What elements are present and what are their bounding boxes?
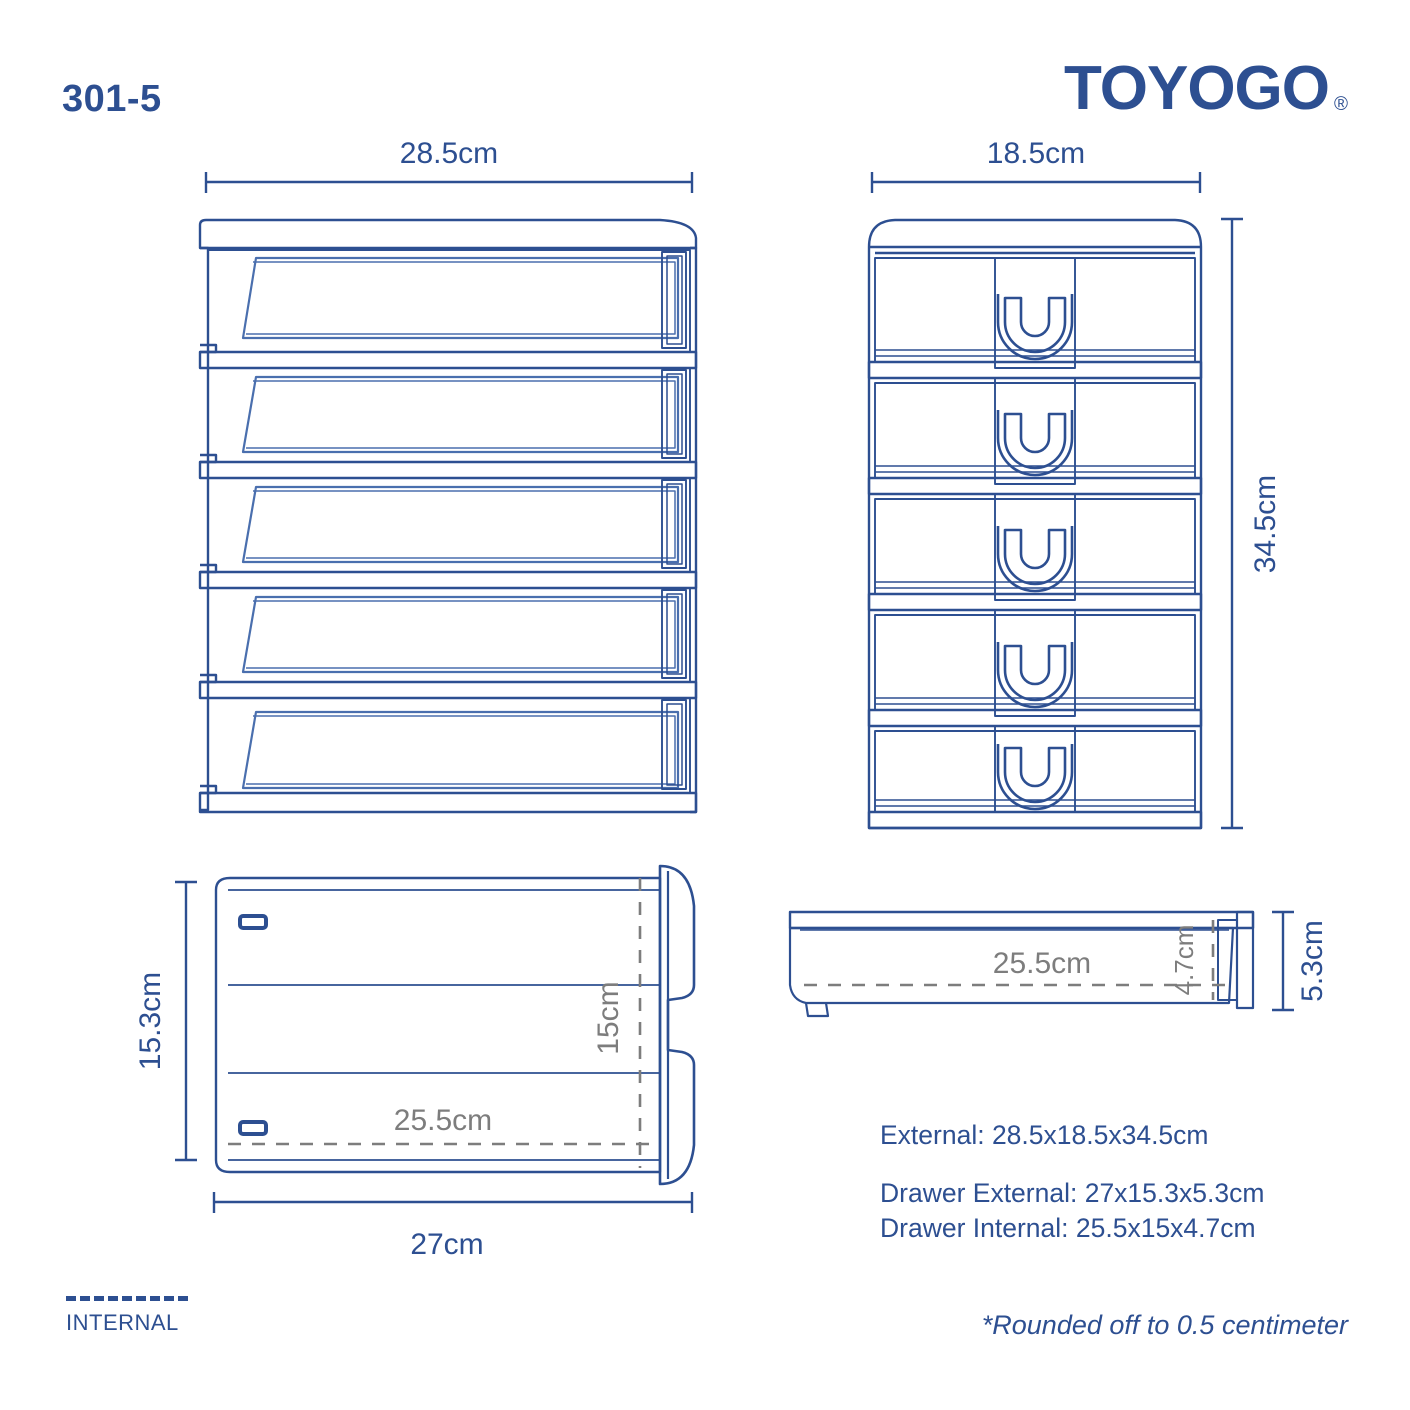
side-elevation-view: 18.5cm 34.5cm [867,137,1282,830]
side-drawer-row [867,609,1203,728]
front-drawer-row [200,697,691,795]
drawer-top-view: 15.3cm 27cm [134,864,696,1261]
drawer-internal-width-label: 25.5cm [394,1104,492,1137]
drawer-slot [238,1120,268,1136]
drawer-side-view: 5.3cm 25.5cm 4.7cm [788,910,1329,1018]
dimension-side-width: 18.5cm [870,137,1202,193]
spec-drawer-internal: Drawer Internal: 25.5x15x4.7cm [880,1213,1256,1243]
dimension-side-height: 34.5cm [1221,217,1282,830]
side-drawer-row [867,725,1203,830]
front-width-label: 28.5cm [400,137,498,170]
drawer-width-label: 27cm [410,1228,483,1261]
drawer-internal-height-label: 4.7cm [1169,925,1199,996]
front-drawer-stack [198,249,698,795]
dimension-drawer-height: 5.3cm [1272,910,1329,1012]
dimension-drawer-width: 27cm [212,1192,694,1261]
drawer-internal-length-label: 25.5cm [993,947,1091,980]
side-height-label: 34.5cm [1249,475,1282,573]
drawer-internal-depth-label: 15cm [592,981,625,1054]
drawer-external-height-label: 5.3cm [1296,920,1329,1002]
front-drawer-row [198,587,698,700]
spec-drawer-external: Drawer External: 27x15.3x5.3cm [880,1177,1265,1208]
drawer-slot [238,914,268,930]
drawer-depth-label: 15.3cm [134,972,167,1070]
internal-dimension-lines [228,878,660,1168]
front-drawer-row [198,367,698,480]
side-drawer-stack [867,257,1203,830]
spec-external: External: 28.5x18.5x34.5cm [880,1120,1209,1150]
legend: INTERNAL [66,1296,188,1336]
page-title: 301-5 [62,78,162,120]
brand-logo: TOYOGO ® [1064,58,1348,120]
side-drawer-row [867,257,1203,380]
dimension-front-width: 28.5cm [204,137,694,193]
registered-trademark-icon: ® [1334,94,1348,115]
dimension-drawer-depth: 15.3cm [134,880,197,1162]
front-drawer-row [198,477,698,590]
side-width-label: 18.5cm [987,137,1085,170]
front-drawer-row [198,249,698,370]
footnote: *Rounded off to 0.5 centimeter [981,1310,1348,1340]
legend-dashed-line-icon [66,1296,188,1301]
front-elevation-view: 28.5cm [198,137,698,814]
side-drawer-row [867,377,1203,496]
brand-name: TOYOGO [1063,54,1330,123]
legend-internal-label: INTERNAL [66,1310,179,1335]
specifications-block: External: 28.5x18.5x34.5cm Drawer Extern… [880,1118,1264,1247]
side-drawer-row [867,493,1203,612]
